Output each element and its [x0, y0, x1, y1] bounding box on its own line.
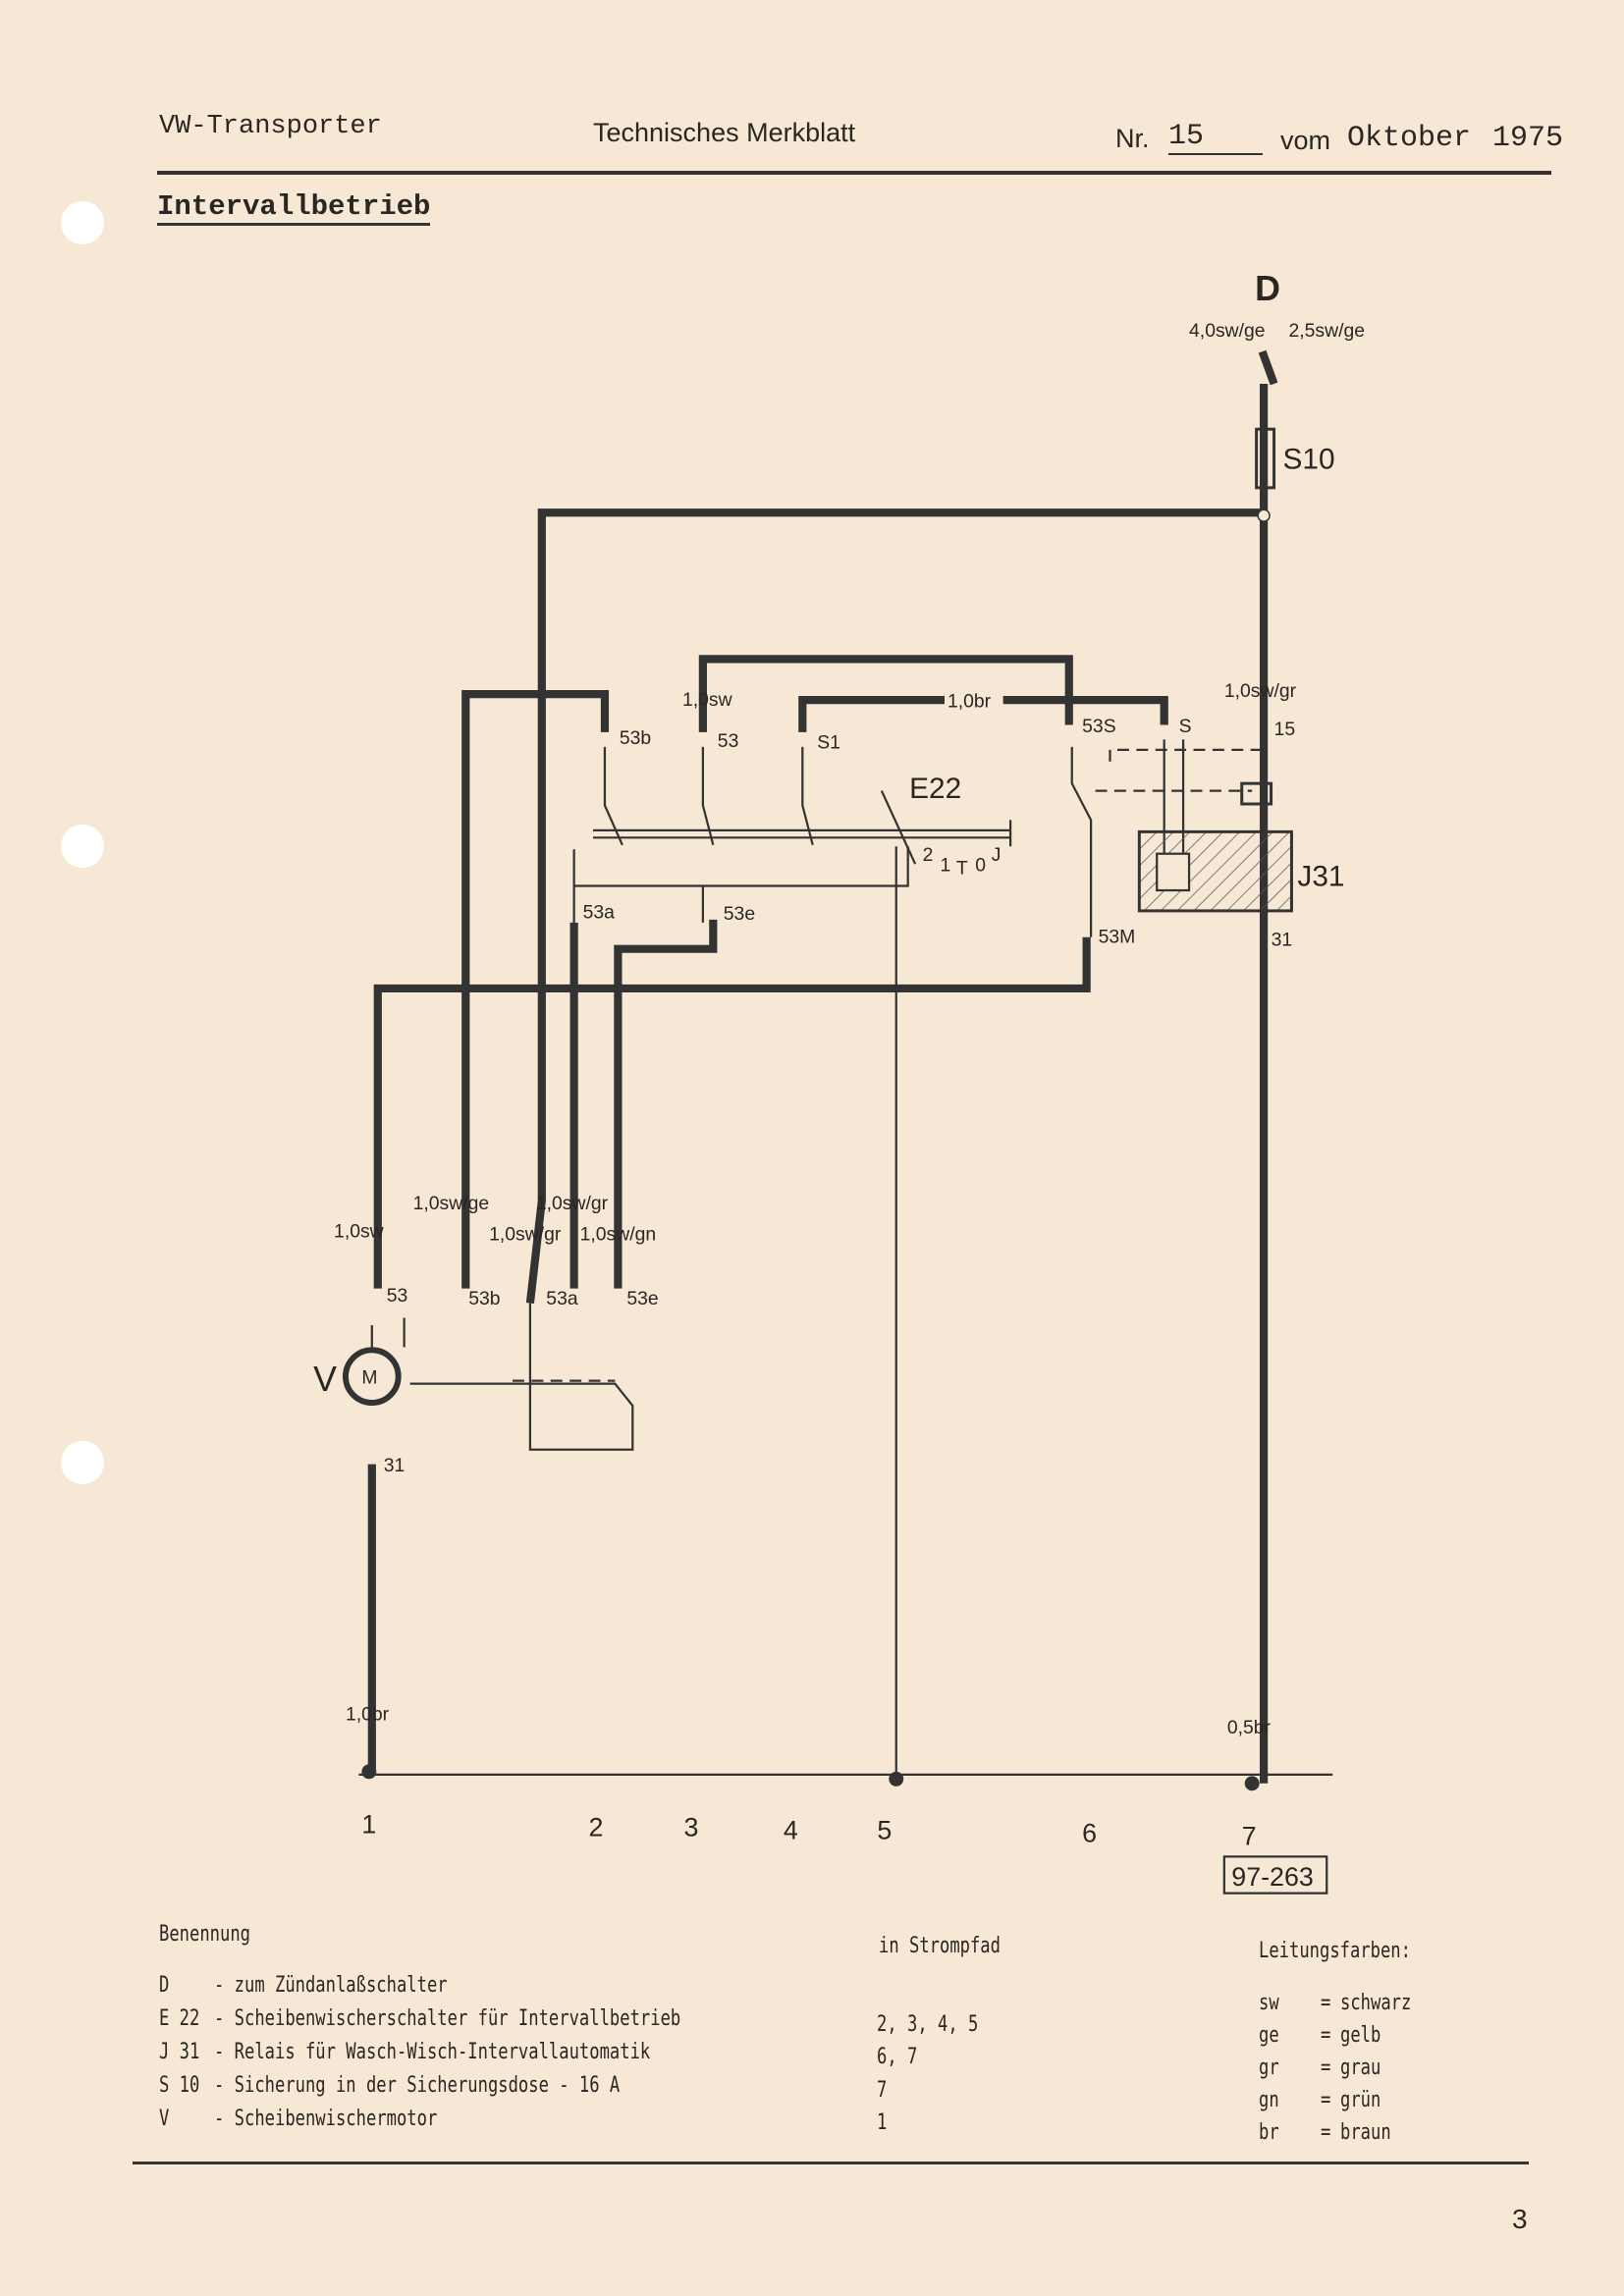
switch-pos: T	[956, 858, 968, 880]
doc-number: 15	[1168, 120, 1263, 155]
legend-code: J 31	[159, 2040, 200, 2064]
eq-sign: =	[1321, 2023, 1331, 2048]
color-abbr: br	[1259, 2120, 1279, 2145]
wire-label: 4,0sw/ge	[1189, 320, 1266, 342]
legend-code: S 10	[159, 2073, 200, 2098]
terminal: 53M	[1099, 927, 1136, 948]
year: 1975	[1492, 122, 1564, 155]
terminal: S1	[817, 731, 840, 753]
month: Oktober	[1347, 122, 1472, 155]
terminal: 31	[1272, 930, 1293, 951]
terminal: 53S	[1082, 716, 1116, 737]
legend-desc: - Sicherung in der Sicherungsdose - 16 A	[214, 2073, 621, 2098]
wire-label: 2,5sw/ge	[1288, 320, 1365, 342]
color-abbr: gr	[1259, 2056, 1279, 2080]
doc-type: Technisches Merkblatt	[593, 118, 856, 147]
color-name: braun	[1340, 2120, 1391, 2145]
wire-label: 0,5br	[1227, 1717, 1272, 1738]
color-name: schwarz	[1340, 1991, 1412, 2015]
terminal: 53e	[626, 1288, 658, 1309]
terminal: 53	[718, 730, 739, 752]
diagram-ref: 97-263	[1231, 1862, 1314, 1892]
label-M: M	[361, 1367, 377, 1389]
punch-hole	[61, 825, 104, 868]
nr-label: Nr.	[1115, 124, 1150, 153]
header-rule	[157, 171, 1551, 175]
switch-pos: 0	[975, 855, 986, 877]
legend-code: E 22	[159, 2006, 200, 2031]
wire-label: 1,0sw/gr	[1224, 680, 1297, 702]
color-name: grün	[1340, 2088, 1381, 2112]
eq-sign: =	[1321, 2056, 1331, 2080]
terminal: 53e	[724, 903, 755, 925]
wire-label: 1,0sw/ge	[413, 1193, 490, 1214]
wire-label: 1,0sw/gn	[580, 1223, 657, 1245]
path-number: 5	[877, 1815, 892, 1844]
color-abbr: ge	[1259, 2023, 1279, 2048]
label-S10: S10	[1282, 443, 1334, 475]
vehicle-label: VW-Transporter	[159, 112, 382, 141]
wire-label: 1,0br	[346, 1704, 390, 1726]
page-title: Intervallbetrieb	[157, 190, 431, 226]
label-E22: E22	[909, 773, 961, 805]
legend-path: 7	[877, 2078, 888, 2103]
color-abbr: gn	[1259, 2088, 1279, 2112]
wire-label: 1,0sw	[334, 1220, 385, 1242]
path-number: 7	[1242, 1821, 1257, 1850]
path-number: 3	[683, 1812, 698, 1842]
eq-sign: =	[1321, 1991, 1331, 2015]
label-D: D	[1255, 269, 1280, 308]
terminal: 15	[1274, 719, 1296, 740]
path-number: 2	[589, 1812, 604, 1842]
legend-code: D	[159, 1973, 170, 1998]
footer-rule	[133, 2162, 1529, 2164]
legend-heading: Benennung	[159, 1922, 250, 1947]
wire-label: 1,0sw/gr	[489, 1223, 562, 1245]
terminal: 31	[384, 1455, 406, 1476]
page-number: 3	[1512, 2204, 1528, 2234]
terminal: 53a	[546, 1288, 578, 1309]
legend-desc: - Relais für Wasch-Wisch-Intervallautoma…	[214, 2040, 651, 2064]
switch-pos: 2	[923, 844, 934, 866]
legend-desc: - Scheibenwischermotor	[214, 2107, 438, 2131]
eq-sign: =	[1321, 2120, 1331, 2145]
legend-path: 6, 7	[877, 2045, 918, 2069]
legend-path: 2, 3, 4, 5	[877, 2012, 979, 2037]
path-heading: in Strompfad	[879, 1934, 1001, 1958]
switch-pos: J	[992, 844, 1001, 866]
wire-label: 1,0sw	[682, 689, 733, 711]
color-name: gelb	[1340, 2023, 1381, 2048]
date-label: vom	[1280, 126, 1331, 155]
punch-hole	[61, 1441, 104, 1484]
legend-desc: - Scheibenwischerschalter für Intervallb…	[214, 2006, 681, 2031]
terminal: 53	[387, 1285, 408, 1307]
legend-code: V	[159, 2107, 170, 2131]
color-abbr: sw	[1259, 1991, 1279, 2015]
switch-pos: 1	[941, 855, 951, 877]
terminal: S	[1179, 716, 1192, 737]
eq-sign: =	[1321, 2088, 1331, 2112]
color-name: grau	[1340, 2056, 1381, 2080]
path-number: 1	[361, 1809, 376, 1839]
label-J31: J31	[1297, 861, 1344, 893]
legend-path: 1	[877, 2110, 888, 2135]
terminal: 53b	[620, 727, 651, 749]
label-V: V	[313, 1360, 337, 1399]
wire-label: 1,0sw/gr	[536, 1193, 609, 1214]
punch-hole	[61, 201, 104, 244]
terminal: 53a	[583, 901, 616, 923]
wire-label: 1,0br	[947, 691, 992, 713]
legend-desc: - zum Zündanlaßschalter	[214, 1973, 448, 1998]
terminal: 53b	[468, 1288, 500, 1309]
path-number: 4	[784, 1815, 798, 1844]
colors-heading: Leitungsfarben:	[1259, 1939, 1411, 1963]
path-number: 6	[1082, 1818, 1097, 1847]
